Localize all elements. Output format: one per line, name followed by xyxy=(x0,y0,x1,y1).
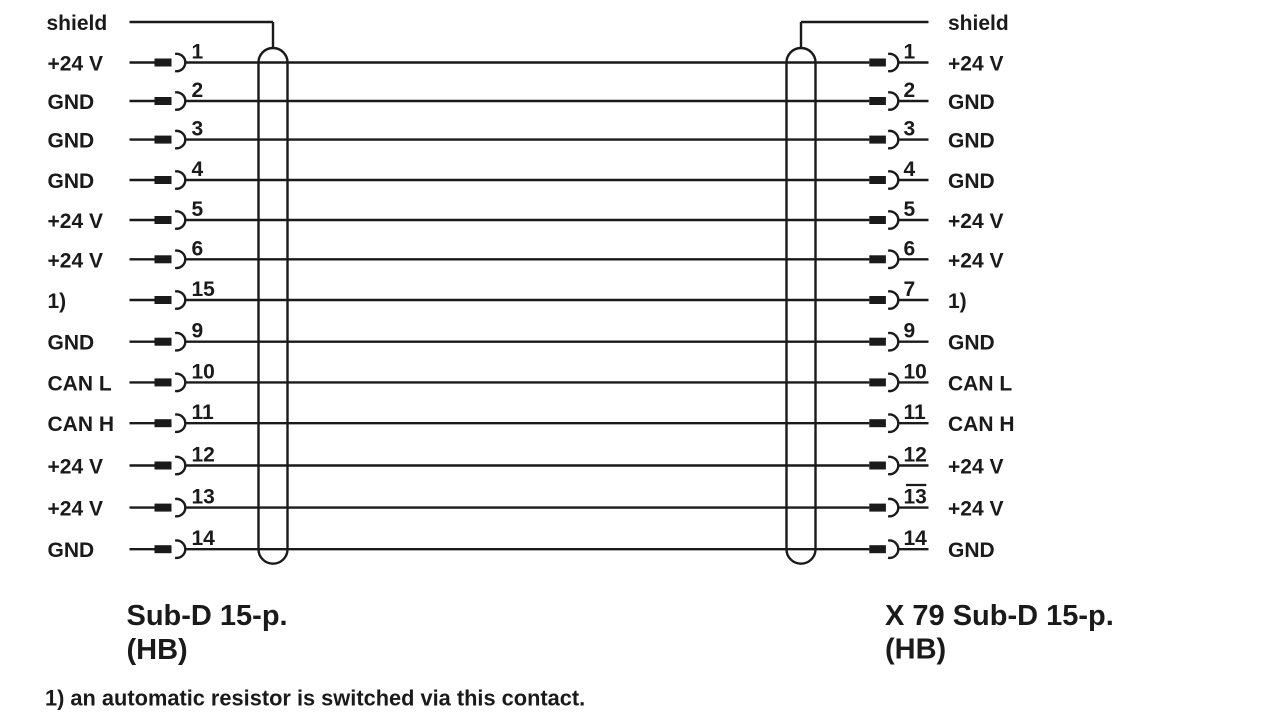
svg-text:+24 V: +24 V xyxy=(948,210,1003,233)
svg-text:+24 V: +24 V xyxy=(948,498,1003,521)
svg-text:12: 12 xyxy=(904,444,927,467)
svg-text:GND: GND xyxy=(948,332,995,355)
svg-text:9: 9 xyxy=(904,320,916,343)
svg-text:5: 5 xyxy=(192,198,204,221)
svg-text:GND: GND xyxy=(48,539,95,562)
svg-text:shield: shield xyxy=(47,12,108,35)
svg-text:3: 3 xyxy=(192,118,204,141)
svg-text:(HB): (HB) xyxy=(127,634,188,666)
svg-text:4: 4 xyxy=(192,158,204,181)
svg-text:CAN L: CAN L xyxy=(48,372,112,395)
svg-text:6: 6 xyxy=(904,237,916,260)
svg-text:10: 10 xyxy=(904,360,927,383)
svg-text:14: 14 xyxy=(904,527,928,550)
svg-text:1: 1 xyxy=(904,41,916,64)
svg-text:GND: GND xyxy=(948,91,995,114)
svg-text:1): 1) xyxy=(948,290,967,313)
svg-text:(HB): (HB) xyxy=(885,634,946,666)
svg-text:+24 V: +24 V xyxy=(948,456,1003,479)
svg-text:+24 V: +24 V xyxy=(48,498,103,521)
svg-text:GND: GND xyxy=(48,170,95,193)
svg-text:13: 13 xyxy=(192,486,215,509)
svg-text:2: 2 xyxy=(904,79,916,102)
svg-text:CAN L: CAN L xyxy=(948,372,1012,395)
svg-text:CAN H: CAN H xyxy=(948,413,1015,436)
svg-text:1) an automatic resistor is sw: 1) an automatic resistor is switched via… xyxy=(45,686,585,711)
svg-text:4: 4 xyxy=(904,158,916,181)
svg-text:9: 9 xyxy=(192,320,204,343)
svg-text:+24 V: +24 V xyxy=(948,249,1003,272)
svg-text:shield: shield xyxy=(948,12,1009,35)
svg-text:6: 6 xyxy=(192,237,204,260)
svg-text:11: 11 xyxy=(192,401,215,424)
svg-text:GND: GND xyxy=(948,170,995,193)
svg-text:+24 V: +24 V xyxy=(48,53,103,76)
svg-text:GND: GND xyxy=(48,91,95,114)
svg-text:GND: GND xyxy=(48,130,95,153)
svg-text:Sub-D 15-p.: Sub-D 15-p. xyxy=(127,600,288,632)
svg-text:7: 7 xyxy=(904,278,916,301)
svg-text:3: 3 xyxy=(904,118,916,141)
svg-text:13: 13 xyxy=(904,486,927,509)
svg-text:1): 1) xyxy=(48,290,67,313)
svg-text:10: 10 xyxy=(192,360,215,383)
svg-text:1: 1 xyxy=(192,41,204,64)
svg-text:GND: GND xyxy=(948,130,995,153)
svg-text:GND: GND xyxy=(948,539,995,562)
svg-text:+24 V: +24 V xyxy=(48,210,103,233)
svg-text:2: 2 xyxy=(192,79,204,102)
svg-text:+24 V: +24 V xyxy=(48,456,103,479)
svg-text:GND: GND xyxy=(48,332,95,355)
svg-text:5: 5 xyxy=(904,198,916,221)
svg-text:11: 11 xyxy=(904,401,927,424)
svg-text:+24 V: +24 V xyxy=(48,249,103,272)
svg-text:CAN H: CAN H xyxy=(48,413,115,436)
svg-text:14: 14 xyxy=(192,527,216,550)
svg-text:15: 15 xyxy=(192,278,216,301)
svg-text:+24 V: +24 V xyxy=(948,53,1003,76)
svg-text:X 79 Sub-D 15-p.: X 79 Sub-D 15-p. xyxy=(885,600,1114,632)
svg-text:12: 12 xyxy=(192,444,215,467)
